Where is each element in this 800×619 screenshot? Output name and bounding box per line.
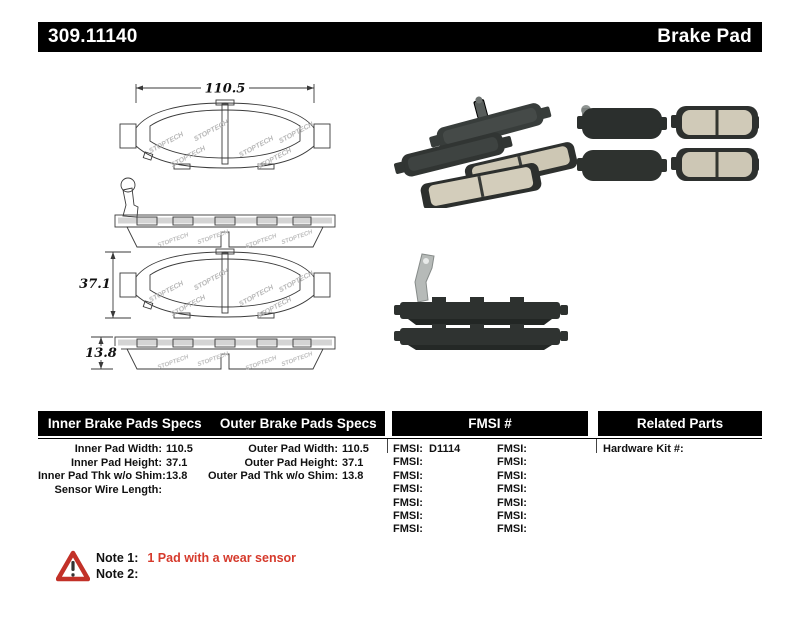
fmsi-row: FMSI: [497,523,527,536]
pad-face-view-top [119,99,331,172]
fmsi-row: FMSI: [393,456,423,469]
pad-back-top-left [577,105,667,139]
pad-back-with-sensor [429,96,552,150]
related-parts-column: Hardware Kit #: [603,443,688,456]
fmsi-row: FMSI: [497,443,527,455]
spec-row: Outer Pad Thk w/o Shim: 13.8 [208,470,364,482]
fmsi-row: FMSI: D1114 [393,443,461,455]
fmsi-row: FMSI: [393,483,423,496]
spec-row: Inner Pad Height: 37.1 [70,456,188,469]
fmsi-row: FMSI: [497,496,527,509]
column-separator [596,439,597,453]
spec-row: Outer Pad Height: 37.1 [244,456,364,469]
fmsi-row: FMSI: [393,510,423,523]
note-2: Note 2: [96,567,296,583]
column-separator [387,439,388,453]
fmsi-row: FMSI: [497,469,527,482]
fmsi-column-2: FMSI: FMSI: FMSI: FMSI: FMSI: FMSI: FMSI… [497,443,533,537]
note-1-label: Note 1: [96,551,139,565]
dim-width-text: 110.5 [205,82,246,97]
product-name: Brake Pad [657,26,752,47]
technical-drawing: STOPTECH STOPTECH STOPTECH STOPTECH STOP… [79,82,336,373]
inner-specs-column: Inner Pad Width: 110.5 Inner Pad Height:… [38,443,193,497]
photo-pads-flat [577,105,759,181]
dimension-height: 37.1 [79,251,131,319]
pad-back-bottom-left [577,150,667,181]
pad-edge-view-with-sensor [114,177,336,251]
photo-pads-edge [394,253,568,350]
outer-specs-column: Outer Pad Width: 110.5 Outer Pad Height:… [208,443,369,484]
wear-sensor-clip [414,253,435,303]
fmsi-row: FMSI: [497,456,527,469]
inner-specs-header: Inner Brake Pads Specs [47,416,202,431]
note-2-label: Note 2: [96,566,139,581]
note-1-text: 1 Pad with a wear sensor [147,551,297,565]
part-number: 309.11140 [48,26,138,47]
fmsi-row: FMSI: [393,523,423,536]
outer-specs-header: Outer Brake Pads Specs [219,416,377,431]
fmsi-column-1: FMSI: D1114 FMSI: FMSI: FMSI: FMSI: FMSI… [393,443,460,537]
fmsi-header: FMSI # [392,411,588,436]
pad-friction-top-right [671,106,759,139]
spec-row: Outer Pad Width: 110.5 [248,443,369,455]
table-top-rule [38,438,762,439]
fmsi-row: FMSI: [393,496,423,509]
related-parts-header: Related Parts [598,411,762,436]
spec-row: Sensor Wire Length: [54,483,162,496]
pad-edge-view-plain [114,336,336,373]
pad-back-plain [393,132,513,177]
spec-row: Inner Pad Thk w/o Shim: 13.8 [38,470,188,482]
pad-friction-bottom [420,163,542,208]
fmsi-row: FMSI: [497,483,527,496]
dimension-width: 110.5 [135,82,315,103]
dim-height-text: 37.1 [79,277,111,292]
dim-thickness-text: 13.8 [85,346,117,361]
fmsi-row: FMSI: [393,469,423,482]
pad-friction-bottom-right [671,148,759,181]
pad-edge-bottom [394,324,568,350]
spec-row: Inner Pad Width: 110.5 [74,443,193,455]
pad-edge-top [394,297,568,325]
pad-face-view-bottom [119,248,331,321]
title-bar: 309.11140 Brake Pad [38,22,762,52]
notes-block: Note 1: 1 Pad with a wear sensor Note 2: [96,551,296,582]
fmsi-row: FMSI: [497,510,527,523]
photo-pads-angled [393,96,578,208]
related-row: Hardware Kit #: [603,443,684,455]
specs-header-bar: Inner Brake Pads Specs Outer Brake Pads … [38,411,385,436]
dimension-thickness: 13.8 [81,336,121,370]
note-1: Note 1: 1 Pad with a wear sensor [96,551,296,567]
warning-triangle-icon [56,550,90,582]
